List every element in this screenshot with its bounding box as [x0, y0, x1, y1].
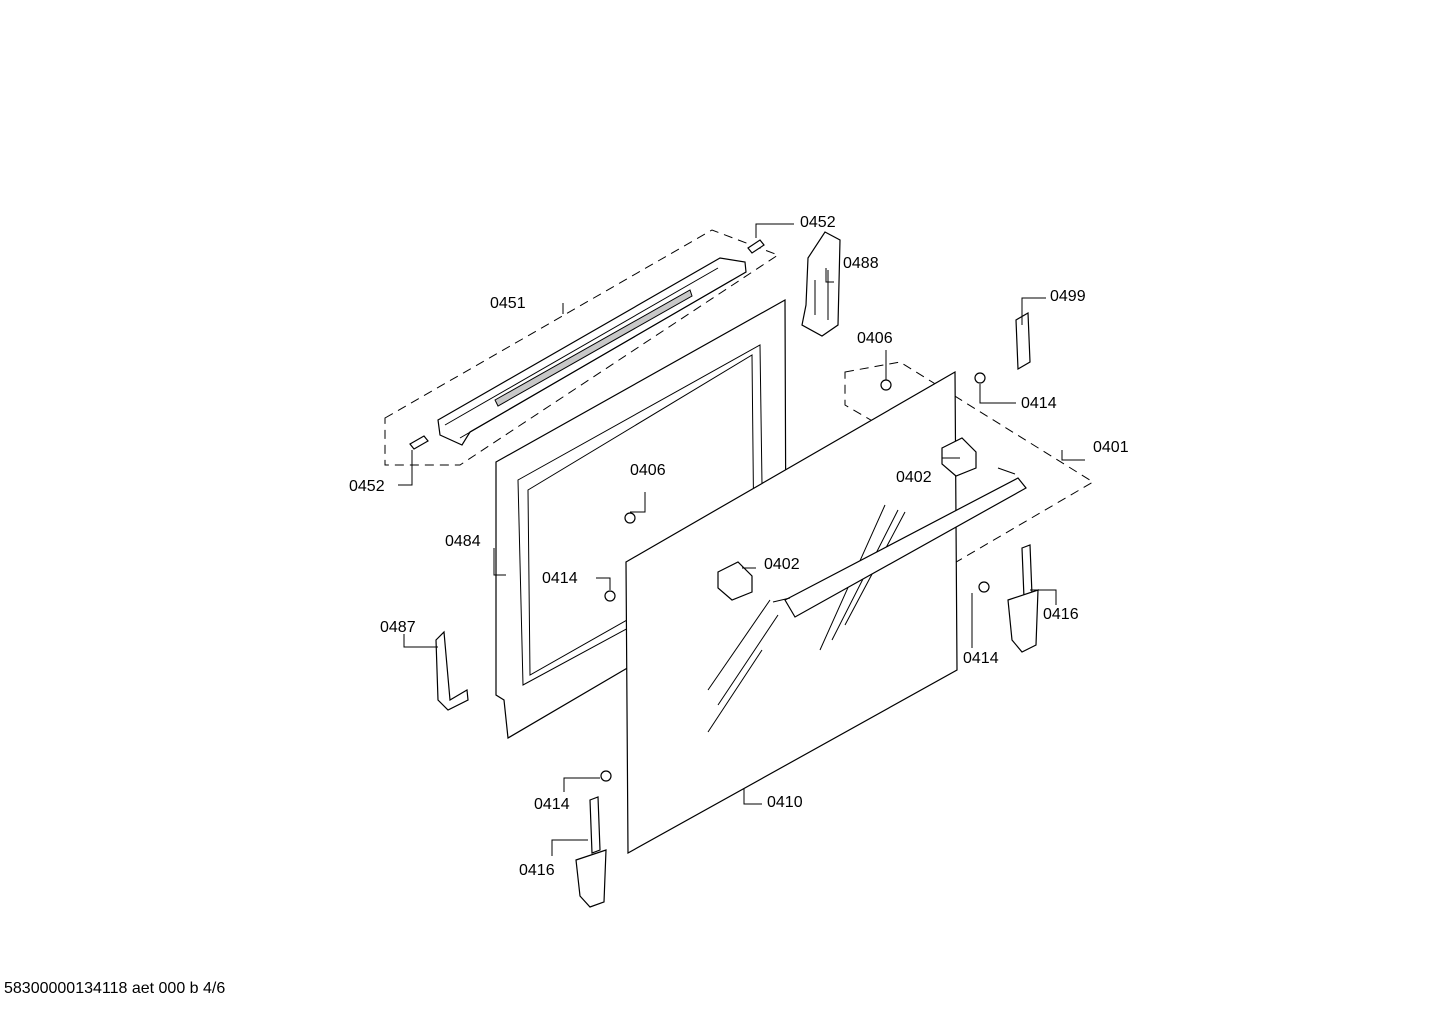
- label-0487: 0487: [380, 619, 416, 636]
- label-0401: 0401: [1093, 439, 1129, 456]
- part-0402-mount-right: [941, 437, 977, 477]
- part-0499-plate: [1015, 311, 1031, 371]
- part-0484-inner-frame: [495, 298, 787, 739]
- group-0451-outline: [384, 229, 780, 466]
- label-0484: 0484: [445, 533, 481, 550]
- part-0488-bracket: [801, 231, 841, 337]
- label-0452-top: 0452: [800, 214, 836, 231]
- label-0414-low: 0414: [534, 796, 570, 813]
- label-0416-low: 0416: [519, 862, 555, 879]
- label-0402-right: 0402: [896, 469, 932, 486]
- part-0414-clip-right: [978, 581, 990, 593]
- label-0414-mid: 0414: [542, 570, 578, 587]
- part-0406-cap-mid: [624, 512, 636, 524]
- part-0416-hinge-right: [1007, 544, 1039, 653]
- part-0487-bracket: [435, 630, 469, 711]
- label-0406-mid: 0406: [630, 462, 666, 479]
- part-0451-trim-strip: [437, 257, 747, 446]
- part-0414-clip-top: [974, 372, 986, 384]
- part-0401-handle: [772, 467, 1027, 618]
- part-0416-hinge-low: [575, 796, 607, 908]
- part-0414-clip-low: [600, 770, 612, 782]
- label-0499: 0499: [1050, 288, 1086, 305]
- document-reference-footer: 58300000134118 aet 000 b 4/6: [4, 980, 226, 997]
- label-0452-left: 0452: [349, 478, 385, 495]
- leader-lines: [398, 223, 1085, 856]
- label-0451: 0451: [490, 295, 526, 312]
- part-0406-cap-top: [880, 379, 892, 391]
- part-0414-clip-mid: [604, 590, 616, 602]
- label-0414-right: 0414: [963, 650, 999, 667]
- label-0406-top: 0406: [857, 330, 893, 347]
- label-0416-right: 0416: [1043, 606, 1079, 623]
- label-0402-mid: 0402: [764, 556, 800, 573]
- part-0402-mount-mid: [717, 561, 753, 601]
- part-0452-pin-left: [409, 435, 429, 450]
- label-0410: 0410: [767, 794, 803, 811]
- label-0488: 0488: [843, 255, 879, 272]
- label-0414-top: 0414: [1021, 395, 1057, 412]
- part-0452-pin-top: [747, 239, 765, 254]
- part-labels: 0452 0488 0499 0451 0406 0414 0401 0402 …: [349, 214, 1129, 879]
